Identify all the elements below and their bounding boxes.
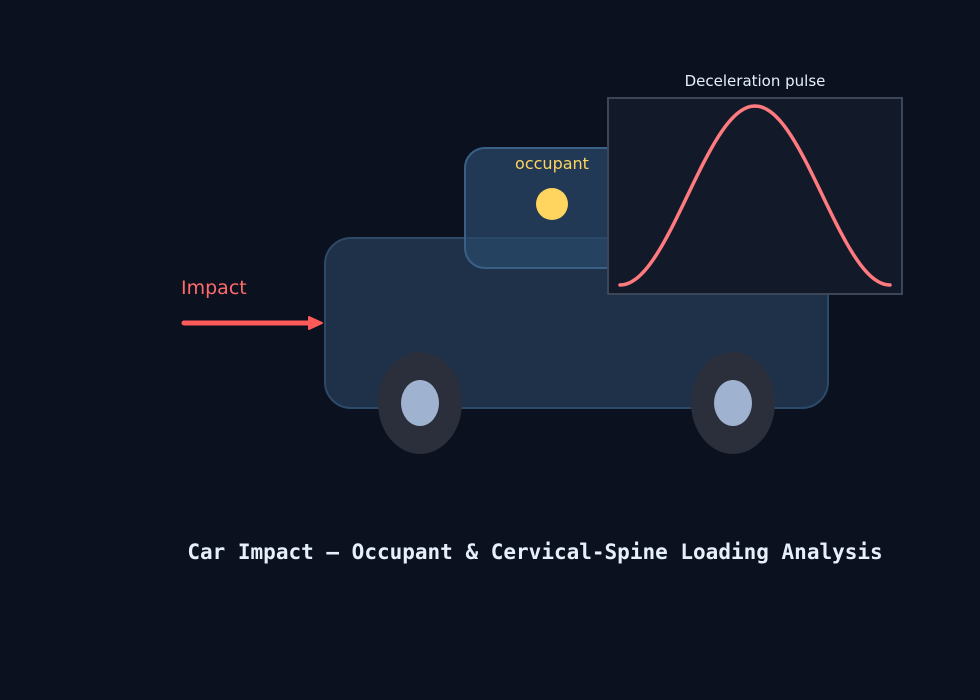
occupant-marker xyxy=(536,188,568,220)
impact-arrow-head xyxy=(308,316,323,330)
pulse-panel xyxy=(607,97,903,295)
rear-hubcap xyxy=(714,380,752,426)
pulse-title: Deceleration pulse xyxy=(685,72,826,90)
pulse-inset: Deceleration pulse xyxy=(607,72,903,295)
pulse-curve xyxy=(618,104,892,287)
front-hubcap xyxy=(401,380,439,426)
diagram-title: Car Impact — Occupant & Cervical-Spine L… xyxy=(187,540,883,564)
impact-label: Impact xyxy=(181,277,247,299)
occupant-label: occupant xyxy=(515,154,589,173)
